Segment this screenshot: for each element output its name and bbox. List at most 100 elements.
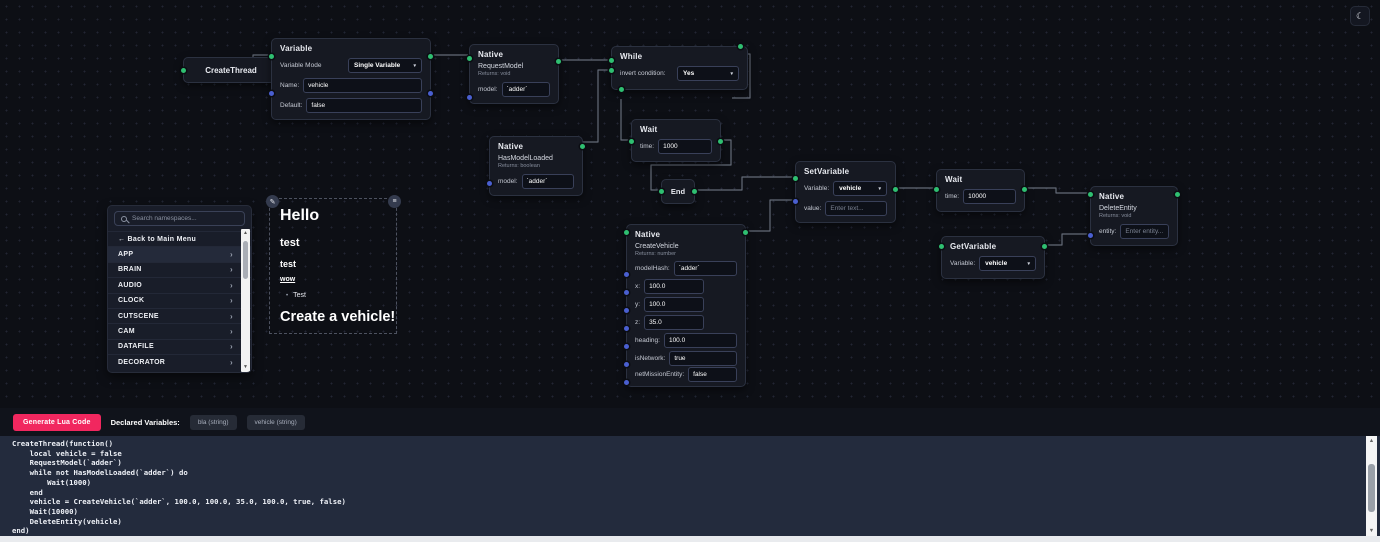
isnetwork-input[interactable] xyxy=(669,351,737,366)
search-input[interactable] xyxy=(132,215,238,222)
horizontal-scrollbar-track[interactable] xyxy=(0,536,1380,542)
generated-code-panel[interactable]: CreateThread(function() local vehicle = … xyxy=(0,436,1380,536)
variable-select[interactable]: vehicle ▾ xyxy=(833,181,887,196)
code-scrollbar[interactable]: ▲ ▼ xyxy=(1366,436,1377,536)
exec-out-port[interactable] xyxy=(1022,187,1027,192)
note-panel[interactable]: ✎ ≡ Hello test test wow • Test Create a … xyxy=(266,195,401,334)
scroll-down-icon[interactable]: ▼ xyxy=(243,364,248,370)
node-wait-1000[interactable]: Wait time: xyxy=(629,119,723,162)
model-input[interactable] xyxy=(501,82,550,97)
isnetwork-port[interactable] xyxy=(624,362,629,367)
exec-in-port[interactable] xyxy=(624,230,629,235)
variable-default-input[interactable] xyxy=(306,98,422,113)
node-editor-canvas[interactable]: CreateThread Variable Variable Mode Sing… xyxy=(0,0,1380,408)
x-input[interactable] xyxy=(644,279,705,294)
exec-out-port[interactable] xyxy=(743,230,748,235)
data-in-port[interactable] xyxy=(269,91,274,96)
exec-in-port[interactable] xyxy=(467,56,472,61)
scrollbar-thumb[interactable] xyxy=(1368,464,1375,512)
exec-in-port[interactable] xyxy=(629,139,634,144)
exec-out-port[interactable] xyxy=(718,139,723,144)
node-while[interactable]: While invert condition: Yes ▾ xyxy=(609,44,748,92)
edit-note-button[interactable]: ✎ xyxy=(266,195,279,208)
invert-condition-label: invert condition: xyxy=(620,70,666,77)
note-link[interactable]: wow xyxy=(280,276,296,283)
exec-out-port[interactable] xyxy=(692,189,697,194)
z-port[interactable] xyxy=(624,326,629,331)
invert-condition-select[interactable]: Yes ▾ xyxy=(677,66,739,81)
value-in-port[interactable] xyxy=(793,199,798,204)
namespace-item-app[interactable]: APP › xyxy=(108,246,251,262)
node-native-request-model[interactable]: Native RequestModel Returns: void model: xyxy=(467,44,561,104)
node-get-variable[interactable]: GetVariable Variable: vehicle ▾ xyxy=(939,236,1047,279)
scroll-up-icon[interactable]: ▲ xyxy=(243,230,248,236)
namespace-item-brain[interactable]: BRAIN › xyxy=(108,261,251,277)
exec-out-port[interactable] xyxy=(893,187,898,192)
node-native-has-model-loaded[interactable]: Native HasModelLoaded Returns: boolean m… xyxy=(487,136,585,196)
node-native-create-vehicle[interactable]: Native CreateVehicle Returns: number mod… xyxy=(624,224,748,387)
y-input[interactable] xyxy=(644,297,705,312)
heading-input[interactable] xyxy=(663,333,737,348)
namespace-item-clock[interactable]: CLOCK › xyxy=(108,292,251,308)
namespace-search[interactable] xyxy=(114,211,245,226)
node-create-thread[interactable]: CreateThread xyxy=(181,57,281,83)
data-out-port[interactable] xyxy=(1042,244,1047,249)
data-in-port[interactable] xyxy=(487,181,492,186)
netmissionentity-port[interactable] xyxy=(624,380,629,385)
exec-out-port[interactable] xyxy=(556,59,561,64)
netmissionentity-input[interactable] xyxy=(688,366,737,382)
scroll-down-icon[interactable]: ▼ xyxy=(1368,528,1375,534)
exec-out-port[interactable] xyxy=(580,144,585,149)
namespace-item-datafile[interactable]: DATAFILE › xyxy=(108,338,251,354)
exec-in-port[interactable] xyxy=(793,176,798,181)
exec-in-port[interactable] xyxy=(269,54,274,59)
time-input[interactable] xyxy=(963,189,1016,204)
entity-input[interactable] xyxy=(1120,224,1169,239)
exec-in-port[interactable] xyxy=(181,68,186,73)
exec-out-port[interactable] xyxy=(1175,192,1180,197)
variable-mode-select[interactable]: Single Variable ▾ xyxy=(348,58,422,73)
value-input[interactable] xyxy=(825,201,887,216)
exec-in-port[interactable] xyxy=(934,187,939,192)
loop-body-port[interactable] xyxy=(619,87,624,92)
modelhash-port[interactable] xyxy=(624,272,629,277)
variable-name-input[interactable] xyxy=(303,78,422,93)
scroll-up-icon[interactable]: ▲ xyxy=(1368,438,1375,444)
node-variable[interactable]: Variable Variable Mode Single Variable ▾… xyxy=(269,38,433,120)
condition-port[interactable] xyxy=(609,68,614,73)
exec-in-port[interactable] xyxy=(609,58,614,63)
exec-in-port[interactable] xyxy=(939,244,944,249)
exec-in-port[interactable] xyxy=(1088,192,1093,197)
exec-in-port[interactable] xyxy=(659,189,664,194)
sidebar-scrollbar[interactable]: ▲ ▼ xyxy=(241,229,250,372)
theme-toggle-button[interactable]: ☾ xyxy=(1350,6,1370,26)
namespace-item-decorator[interactable]: DECORATOR › xyxy=(108,354,251,369)
exec-out-port[interactable] xyxy=(738,44,743,49)
entity-in-port[interactable] xyxy=(1088,233,1093,238)
namespace-item-cam[interactable]: CAM › xyxy=(108,323,251,338)
namespace-item-audio[interactable]: AUDIO › xyxy=(108,277,251,292)
x-port[interactable] xyxy=(624,290,629,295)
model-input[interactable] xyxy=(521,174,574,189)
node-end[interactable]: End xyxy=(659,179,697,204)
variable-select[interactable]: vehicle ▾ xyxy=(979,256,1036,271)
note-options-button[interactable]: ≡ xyxy=(388,195,401,208)
generate-lua-code-button[interactable]: Generate Lua Code xyxy=(13,413,101,431)
y-port[interactable] xyxy=(624,308,629,313)
exec-out-port[interactable] xyxy=(428,54,433,59)
data-out-port[interactable] xyxy=(428,91,433,96)
scrollbar-thumb[interactable] xyxy=(243,241,248,279)
z-input[interactable] xyxy=(644,315,705,330)
data-in-port[interactable] xyxy=(467,95,472,100)
lua-code-output[interactable]: CreateThread(function() local vehicle = … xyxy=(12,439,346,536)
item-label: DATAFILE xyxy=(118,343,154,351)
node-wait-10000[interactable]: Wait time: xyxy=(934,169,1027,212)
namespace-item-cutscene[interactable]: CUTSCENE › xyxy=(108,307,251,323)
time-input[interactable] xyxy=(658,139,712,154)
node-set-variable[interactable]: SetVariable Variable: vehicle ▾ value: xyxy=(793,161,898,223)
node-native-delete-entity[interactable]: Native DeleteEntity Returns: void entity… xyxy=(1088,186,1180,246)
connection-wires xyxy=(233,53,1089,246)
heading-port[interactable] xyxy=(624,344,629,349)
modelhash-input[interactable] xyxy=(673,261,737,276)
back-to-main-menu-item[interactable]: ← Back to Main Menu xyxy=(108,231,251,246)
